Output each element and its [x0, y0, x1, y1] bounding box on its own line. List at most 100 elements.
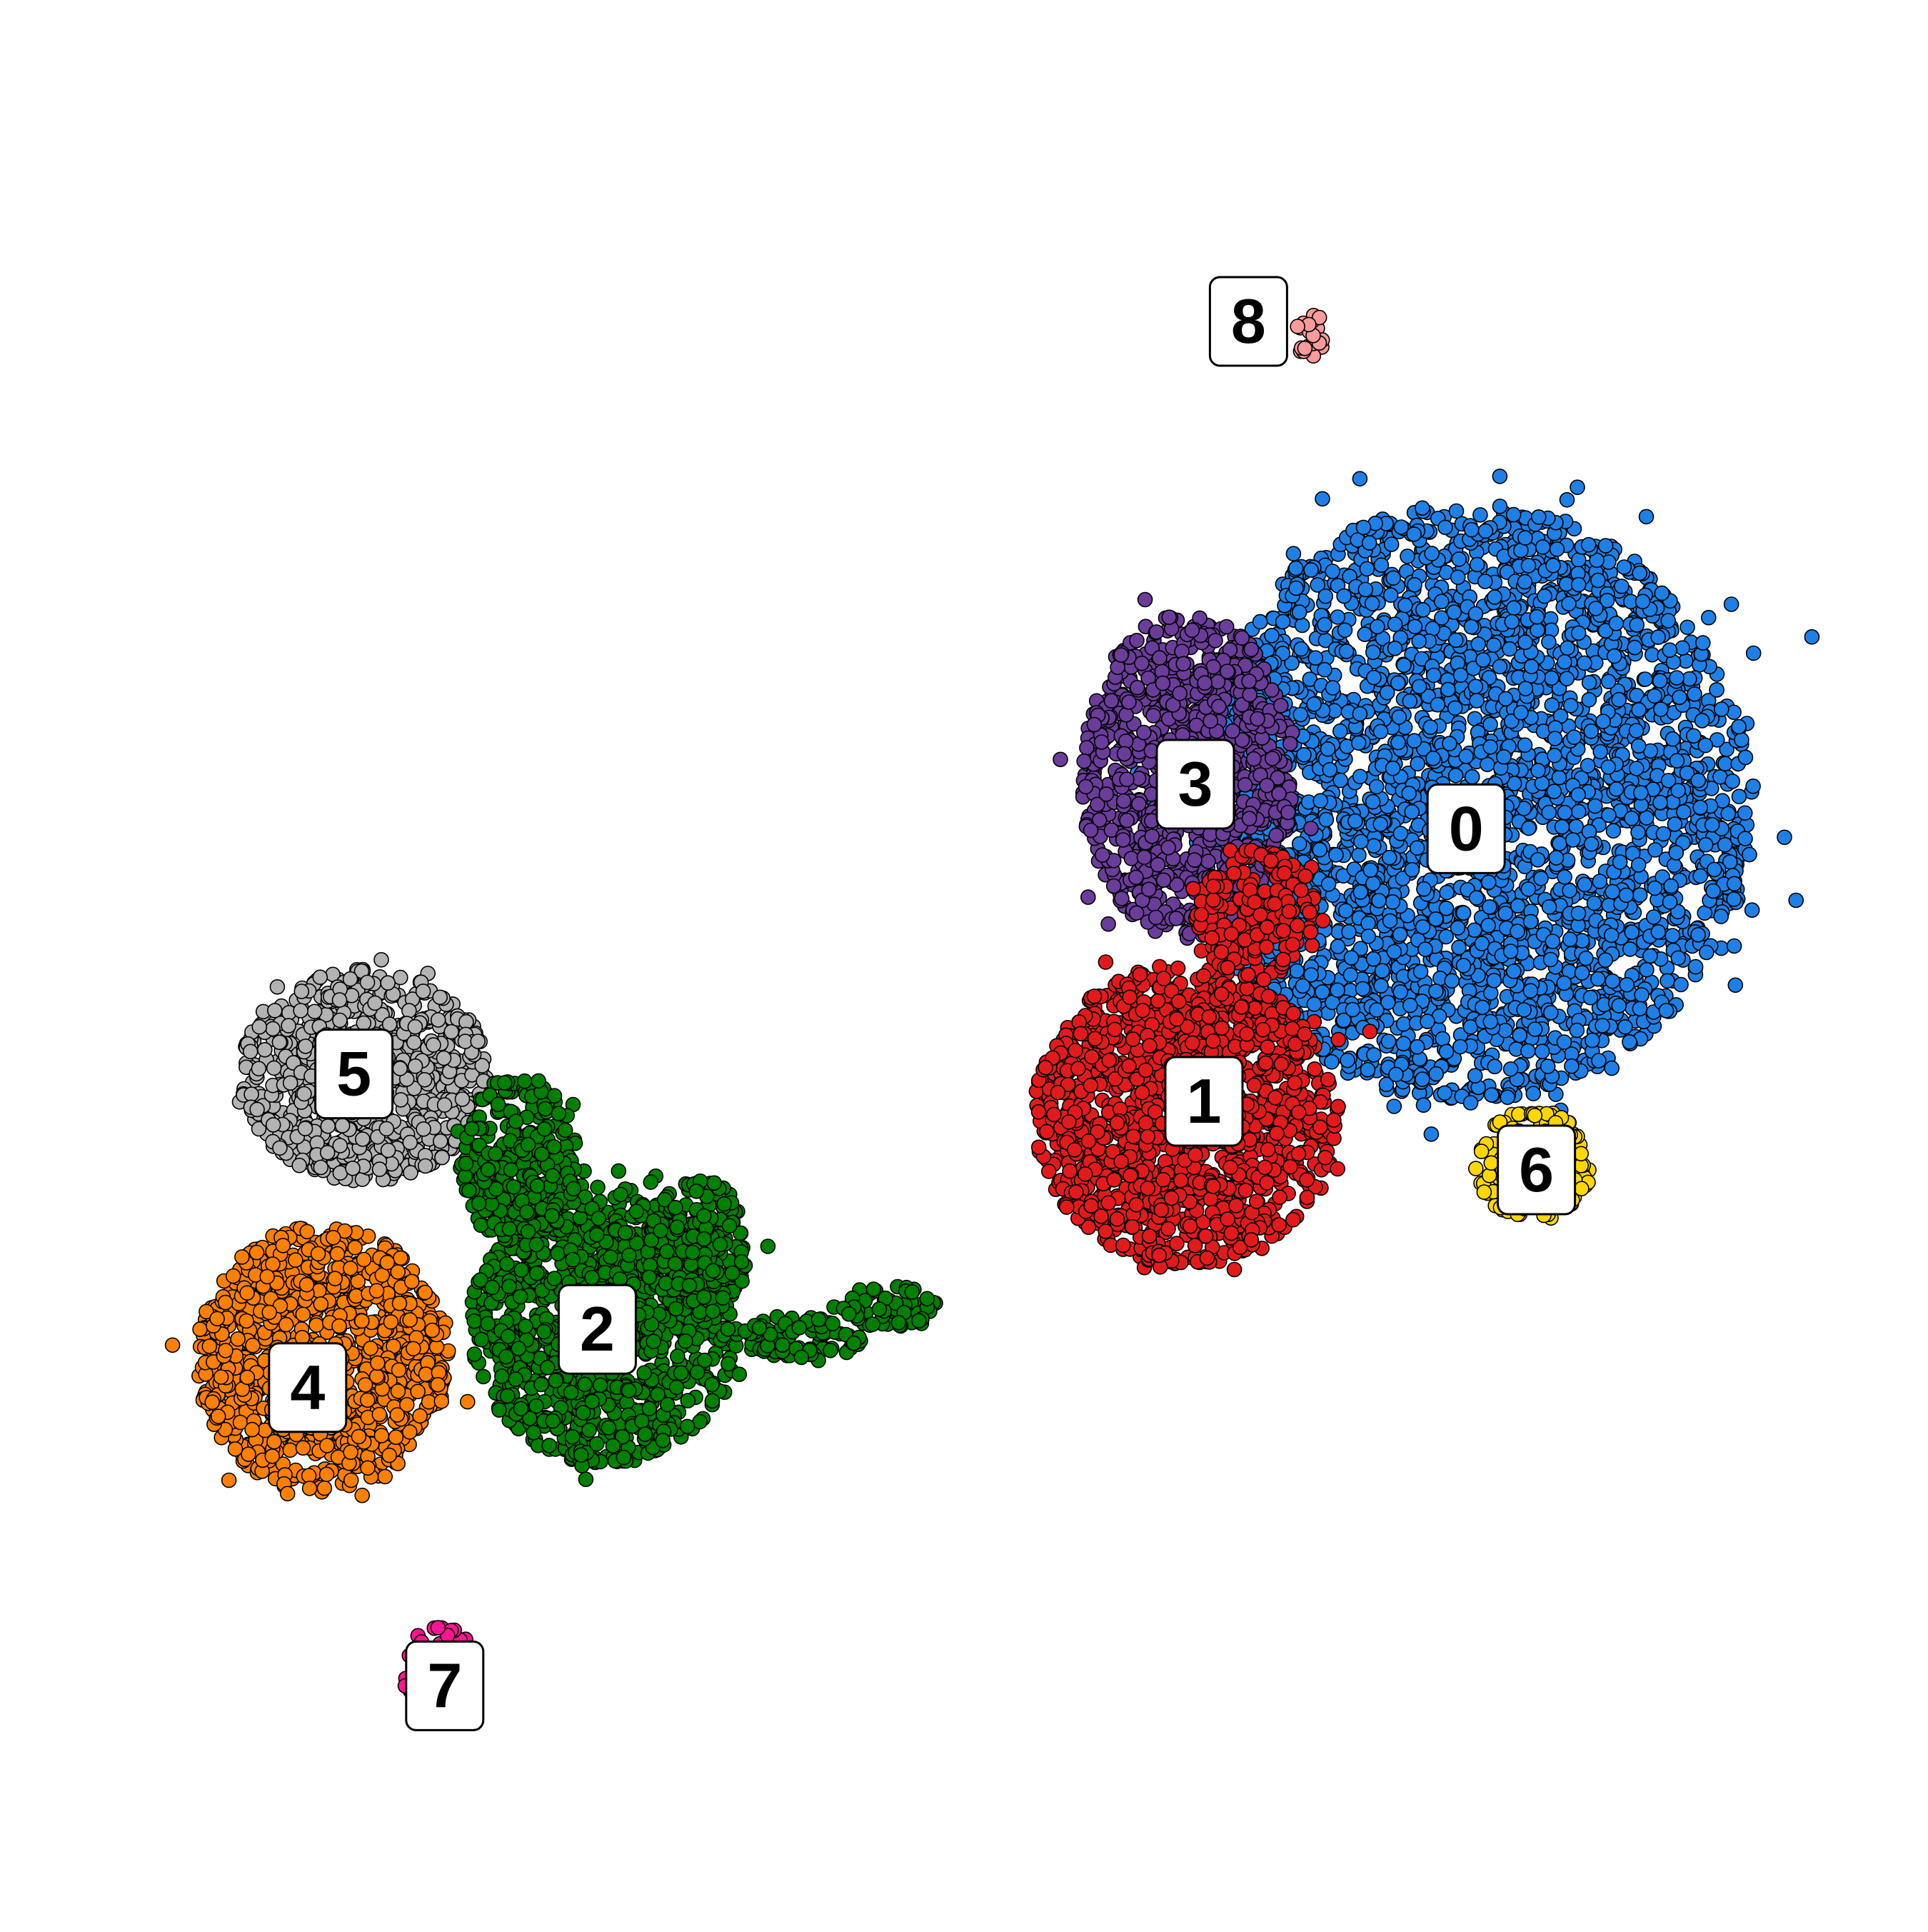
cell-point [401, 1003, 417, 1018]
cell-point [484, 1279, 501, 1296]
cell-point [641, 1401, 658, 1416]
cell-point [520, 1223, 536, 1240]
cell-point [659, 1243, 675, 1259]
cell-point [823, 1343, 838, 1358]
cell-point [628, 1203, 645, 1219]
cell-point [471, 1196, 487, 1211]
cell-point [312, 969, 328, 985]
cell-point [520, 1136, 536, 1153]
cell-point [368, 1283, 385, 1298]
cell-point [390, 1383, 406, 1399]
cell-point [575, 1405, 591, 1421]
cell-point [536, 1323, 552, 1340]
cell-point [313, 1296, 329, 1312]
cell-point [669, 1219, 686, 1235]
cell-point [269, 979, 286, 995]
cell-point [488, 1146, 503, 1162]
cell-point [1386, 1098, 1402, 1114]
cell-point [511, 1341, 527, 1356]
cell-point [689, 1364, 706, 1381]
cell-point [871, 1301, 888, 1317]
cell-point [1745, 779, 1761, 794]
cell-point [705, 1303, 721, 1319]
cell-point [506, 1179, 522, 1195]
cell-point [227, 1441, 243, 1457]
cell-point [591, 1211, 607, 1226]
cell-point [332, 1012, 348, 1028]
cell-point [210, 1408, 226, 1424]
cell-point [712, 1236, 728, 1253]
cell-point [557, 1122, 573, 1138]
cell-point [434, 1149, 450, 1166]
cell-point [617, 1225, 633, 1241]
cell-point [503, 1162, 519, 1178]
cell-point [242, 1043, 258, 1060]
cell-point [890, 1315, 907, 1331]
cell-point [539, 1359, 556, 1376]
cell-point [416, 1072, 433, 1088]
cell-point [436, 1050, 452, 1066]
cell-point [293, 983, 310, 999]
cell-point [474, 1058, 491, 1073]
cell-point [353, 1313, 370, 1329]
cell-point [209, 1311, 225, 1327]
cell-point [577, 1376, 593, 1393]
cell-point [774, 1337, 790, 1353]
cell-point [320, 1118, 336, 1134]
cell-point [466, 1313, 483, 1329]
cell-point [391, 1362, 407, 1378]
cell-point [459, 1393, 476, 1410]
cell-point [681, 1278, 698, 1293]
cell-point [454, 1091, 471, 1107]
cell-point [299, 1223, 316, 1240]
cell-point [463, 1121, 480, 1137]
cell-point [251, 1061, 267, 1076]
cell-point [410, 1383, 426, 1400]
cell-point [356, 1251, 372, 1268]
cell-point [432, 1133, 448, 1149]
cell-point [204, 1394, 221, 1410]
cell-point [241, 1446, 256, 1462]
cell-point [793, 1349, 810, 1366]
cell-point [402, 1312, 418, 1328]
cell-point [473, 1217, 489, 1233]
cell-point [251, 1018, 268, 1035]
cell-point [1788, 892, 1804, 909]
cell-point [354, 1487, 371, 1503]
cell-point [715, 1290, 731, 1306]
cell-point [636, 1365, 653, 1381]
cell-point [278, 1316, 294, 1333]
cell-point [716, 1196, 732, 1212]
cell-point [911, 1313, 927, 1328]
cell-point [266, 1003, 283, 1018]
cell-point [508, 1113, 524, 1129]
cell-point [430, 1012, 446, 1028]
cell-point [371, 1161, 388, 1177]
cell-point [403, 1165, 418, 1181]
cell-point [688, 1183, 705, 1199]
cell-point [412, 1408, 428, 1424]
cell-point [499, 1388, 516, 1404]
cell-point [621, 1383, 637, 1398]
cell-point [541, 1438, 558, 1453]
cell-point [1727, 977, 1744, 993]
cell-point [457, 1168, 473, 1184]
cell-point [318, 1466, 335, 1483]
cell-point [641, 1269, 658, 1286]
cell-point [225, 1268, 241, 1284]
cell-point [706, 1175, 723, 1191]
cell-point [705, 1263, 721, 1278]
cell-point [271, 1034, 288, 1051]
cell-point [251, 1121, 267, 1137]
cell-point [239, 1285, 255, 1301]
cell-point [646, 1333, 662, 1349]
cell-point [573, 1447, 589, 1463]
cell-point [531, 1073, 546, 1089]
cell-point [373, 952, 389, 968]
cell-point [426, 1037, 441, 1053]
cell-point [650, 1386, 666, 1403]
cell-point [360, 1460, 376, 1476]
cell-point [234, 1249, 250, 1265]
cell-point [430, 1377, 446, 1393]
cell-point [418, 1366, 434, 1382]
